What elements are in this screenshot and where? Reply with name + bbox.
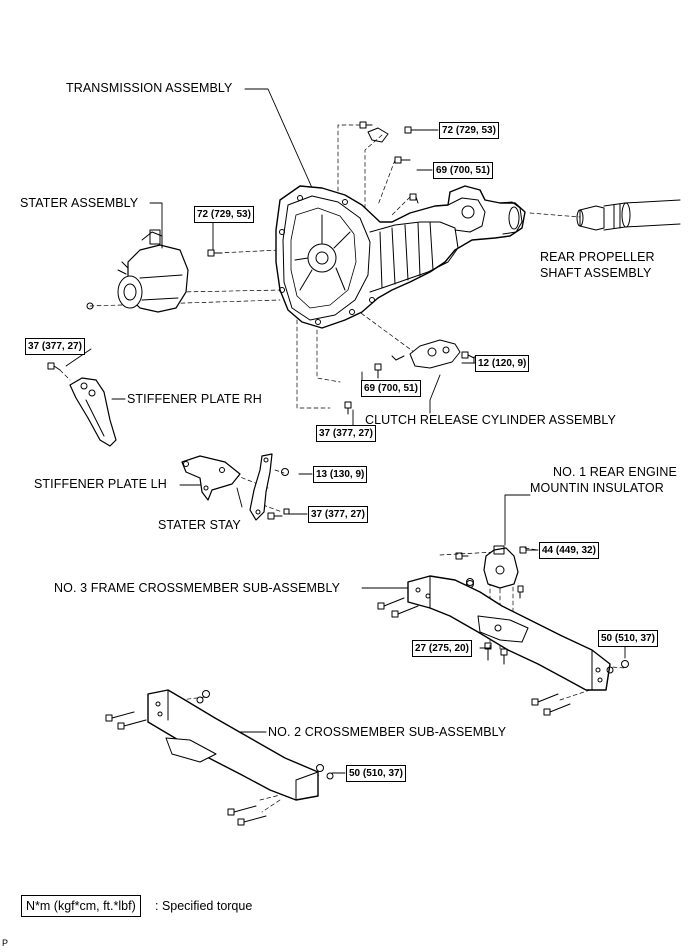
transmission-assembly [275,185,526,329]
label-rear-propeller-2: SHAFT ASSEMBLY [540,266,652,280]
rear-propeller-shaft [576,199,681,231]
torque-50-no2: 50 (510, 37) [346,765,406,782]
stater-stay [249,453,290,521]
torque-37-stiffener-rh: 37 (377, 27) [25,338,85,355]
torque-69-bottom: 69 (700, 51) [361,380,421,397]
label-stater-stay: STATER STAY [158,518,241,532]
label-transmission-assembly: TRANSMISSION ASSEMBLY [66,81,233,95]
crossmember-no2 [105,689,334,826]
figure-code: P [2,938,9,948]
torque-72-starter: 72 (729, 53) [194,206,254,223]
starter-assembly [86,229,189,313]
clutch-release-cylinder [344,339,487,415]
torque-12-clutch: 12 (120, 9) [475,355,530,372]
leader-lines [65,88,626,774]
stiffener-plate-lh [181,455,241,501]
legend-torque-box: N*m (kgf*cm, ft.*lbf) [21,895,141,917]
stiffener-plate-rh [47,362,117,447]
torque-50-frame: 50 (510, 37) [598,630,658,647]
label-frame-crossmember-no3: NO. 3 FRAME CROSSMEMBER SUB-ASSEMBLY [54,581,341,595]
torque-37-transmission: 37 (377, 27) [316,425,376,442]
torque-13-stay: 13 (130, 9) [313,466,368,483]
transmission-bolts [207,121,420,257]
label-stiffener-plate-rh: STIFFENER PLATE RH [127,392,262,406]
label-starter-assembly: STATER ASSEMBLY [20,196,139,210]
label-crossmember-no2: NO. 2 CROSSMEMBER SUB-ASSEMBLY [268,725,507,739]
rear-engine-insulator [455,545,527,599]
label-rear-insulator-1: NO. 1 REAR ENGINE [553,465,677,479]
torque-72-top: 72 (729, 53) [439,122,499,139]
label-rear-propeller-1: REAR PROPELLER [540,250,655,264]
frame-crossmember-no3 [377,575,629,716]
torque-69-top: 69 (700, 51) [433,162,493,179]
torque-37-stiffener-lh: 37 (377, 27) [308,506,368,523]
label-stiffener-plate-lh: STIFFENER PLATE LH [34,477,167,491]
torque-27-crossmember: 27 (275, 20) [412,640,472,657]
label-clutch-release-cylinder: CLUTCH RELEASE CYLINDER ASSEMBLY [365,413,616,427]
label-rear-insulator-2: MOUNTIN INSULATOR [530,481,664,495]
legend-text: : Specified torque [155,899,253,913]
torque-44-insulator: 44 (449, 32) [539,542,599,559]
